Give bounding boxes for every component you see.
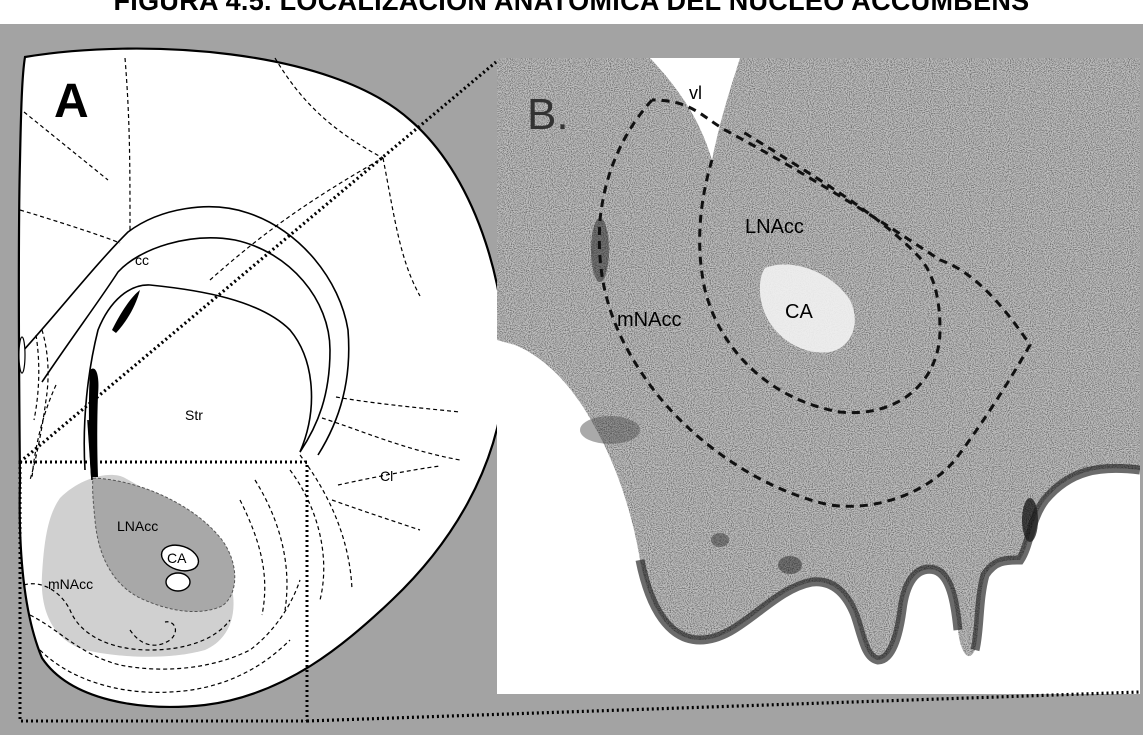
ca-oval-2 [166,573,190,591]
panel-b-letter: B. [527,90,569,139]
label-ca-a: CA [167,550,187,566]
panel-b: B. vl LNAcc CA mNAcc [497,58,1140,694]
label-mnacc-a: mNAcc [48,576,93,592]
panel-a-letter: A [54,75,89,128]
label-cc: cc [135,252,149,268]
label-lnacc-a: LNAcc [117,518,158,534]
panel-a: A cc Str Cl LNAcc CA mNAcc [19,49,506,721]
label-vl: vl [689,83,702,103]
label-str: Str [185,407,203,423]
label-ca-b: CA [785,301,813,323]
label-mnacc-b: mNAcc [617,309,681,331]
label-cl: Cl [380,468,393,484]
label-lnacc-b: LNAcc [745,216,804,238]
